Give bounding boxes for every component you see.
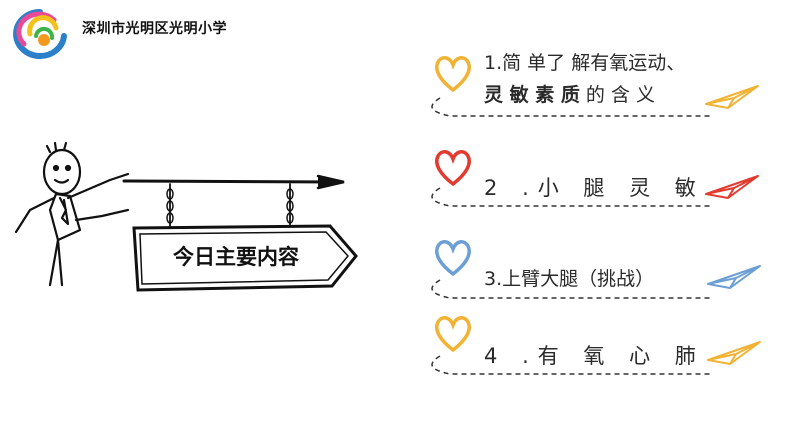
item-number: 2 <box>484 176 507 200</box>
heart-icon <box>435 240 471 276</box>
item-text-rest: 的 含 义 <box>585 84 655 106</box>
item-text: .上臂大腿（挑战） <box>496 268 655 290</box>
dashed-path <box>431 279 710 299</box>
item-text-bold: 灵 敏 素 质 <box>484 84 580 106</box>
heart-icon <box>435 150 471 186</box>
sign-label: 今日主要内容 <box>173 245 299 269</box>
paper-plane-icon <box>705 175 759 199</box>
heart-icon <box>435 56 471 92</box>
item-text-line1: .简 单了 解有氧运动、 <box>496 52 686 74</box>
item-number: 3 <box>484 268 497 290</box>
dashed-path <box>431 97 710 117</box>
dashed-path <box>431 187 710 207</box>
school-name: 深圳市光明区光明小学 <box>82 21 227 37</box>
paper-plane-icon <box>707 265 761 289</box>
school-logo <box>10 6 70 62</box>
item-number: 1 <box>484 52 497 74</box>
dashed-path <box>431 355 710 375</box>
item-number: 4 <box>484 344 507 368</box>
paper-plane-icon <box>707 341 761 365</box>
heart-icon <box>435 316 471 352</box>
stick-figure-illustration <box>10 140 140 290</box>
item-text: .有 氧 心 肺 <box>522 344 705 368</box>
item-text: .小 腿 灵 敏 <box>522 176 705 200</box>
paper-plane-icon <box>705 85 759 109</box>
hanging-sign: 今日主要内容 <box>118 170 358 300</box>
